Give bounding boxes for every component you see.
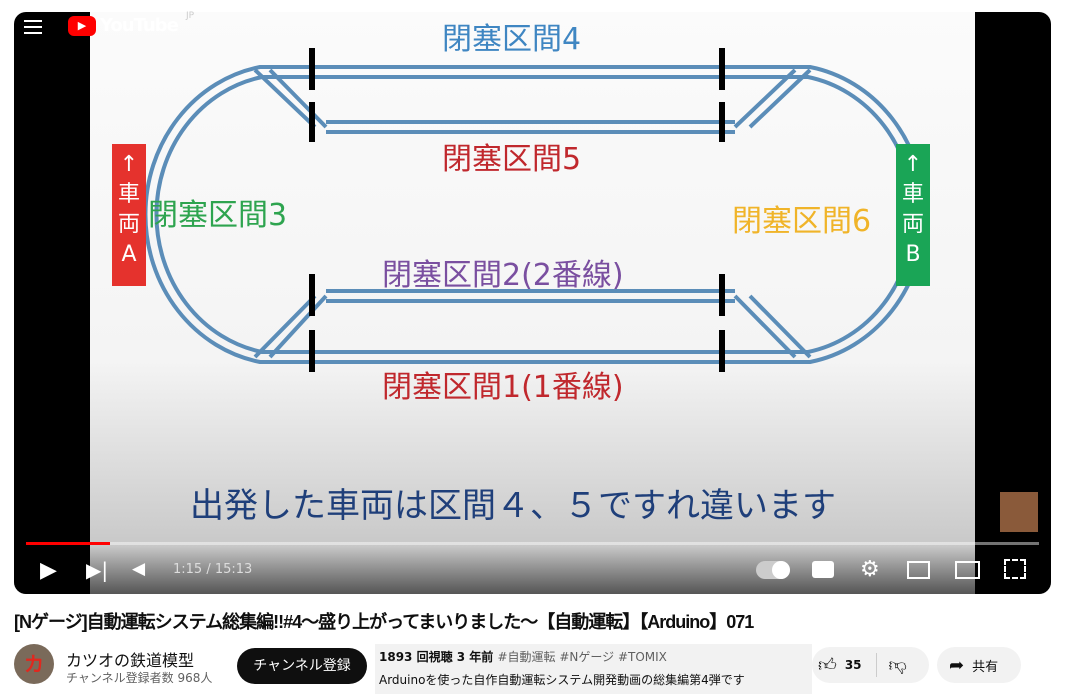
like-icon[interactable]: 👍︎ [818,655,837,676]
video-player[interactable]: 閉塞区間4 閉塞区間5 閉塞区間3 閉塞区間6 閉塞区間2(2番線) 閉塞区間1… [14,12,1051,594]
label-section-3: 閉塞区間3 [148,198,288,233]
progress-played [26,542,111,545]
channel-avatar[interactable]: カ [14,644,54,684]
label-section-1: 閉塞区間1(1番線) [382,370,624,405]
description-text: Arduinoを使った自作自動運転システム開発動画の総集編第4弾です [379,673,745,687]
miniplayer-icon[interactable] [907,561,930,579]
car-a-marker: ↑車両A [112,144,146,286]
label-section-6: 閉塞区間6 [732,204,872,239]
menu-icon[interactable] [24,20,42,34]
track-diagram [143,48,927,372]
hashtags[interactable]: #自動運転 #Nゲージ #TOMIX [497,650,667,664]
label-section-4: 閉塞区間4 [442,22,582,57]
volume-icon[interactable]: ◀ [132,559,146,579]
fullscreen-icon[interactable] [1004,559,1026,579]
dislike-icon[interactable]: 👎︎ [888,655,907,676]
label-section-5: 閉塞区間5 [442,142,582,177]
divider [875,653,877,677]
play-icon[interactable]: ▶ [40,558,57,583]
label-section-2: 閉塞区間2(2番線) [382,258,624,293]
video-title: [Nゲージ]自動運転システム総集編!!#4〜盛り上がってまいりました〜【自動運転… [14,612,754,632]
captions-icon[interactable] [812,561,834,578]
share-icon: ➦ [949,654,965,676]
channel-name[interactable]: カツオの鉄道模型 [66,651,195,670]
car-b-marker: ↑車両B [896,144,930,286]
time-display: 1:15 / 15:13 [173,562,253,577]
channel-watermark[interactable] [1000,492,1038,532]
autoplay-toggle[interactable] [756,561,790,579]
view-stats: 1893 回視聴 3 年前 [379,650,494,664]
next-icon[interactable]: ▶| [86,558,109,582]
video-subtitle: 出発した車両は区間４、５ですれ違います [190,486,836,526]
share-button[interactable]: ➦ 共有 [937,647,1021,683]
youtube-logo-icon[interactable]: ▶ [68,16,96,36]
like-dislike-group: 👍︎ 35 👎︎ [812,647,929,683]
progress-bar[interactable] [26,542,1039,545]
description-box[interactable]: 1893 回視聴 3 年前 #自動運転 #Nゲージ #TOMIX Arduino… [375,644,812,694]
theater-mode-icon[interactable] [955,561,980,579]
player-controls [14,546,1051,594]
subscriber-count: チャンネル登録者数 968人 [66,671,213,685]
youtube-logo-text[interactable]: YouTube [100,15,179,36]
subscribe-button[interactable]: チャンネル登録 [237,648,367,684]
settings-icon[interactable]: ⚙ [860,557,880,582]
share-label: 共有 [972,659,999,675]
region-code: JP [186,11,195,21]
like-count[interactable]: 35 [844,658,862,672]
video-frame: 閉塞区間4 閉塞区間5 閉塞区間3 閉塞区間6 閉塞区間2(2番線) 閉塞区間1… [90,12,975,594]
